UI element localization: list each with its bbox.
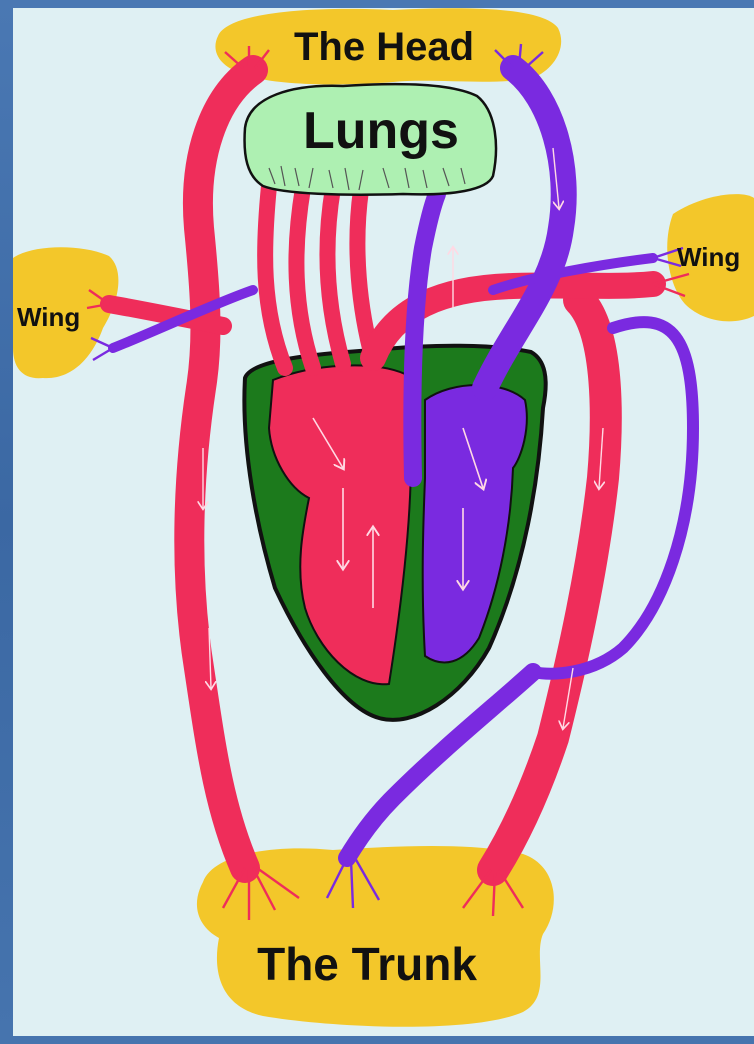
head-label: The Head (294, 25, 474, 69)
right-wing-label: Wing (677, 242, 740, 272)
lungs-label: Lungs (303, 102, 459, 160)
left-wing-label: Wing (17, 302, 80, 332)
circulation-diagram: The Head Lungs Wing Wing The Trunk (13, 8, 754, 1036)
trunk-label: The Trunk (257, 938, 477, 990)
